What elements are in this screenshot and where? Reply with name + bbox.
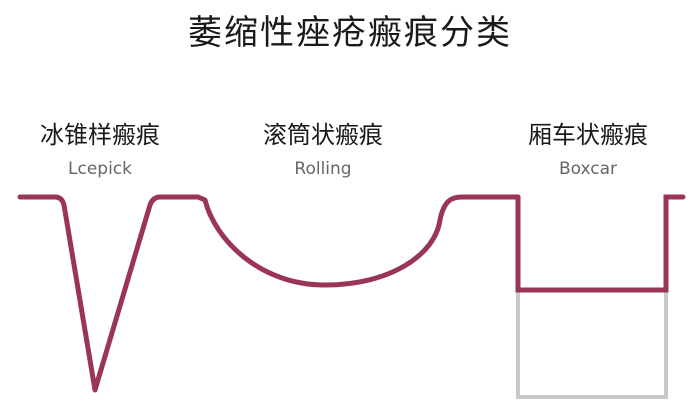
icepick-scar-label-zh: 冰锥样瘢痕 bbox=[40, 121, 160, 149]
icepick-scar-label-en: Lcepick bbox=[68, 159, 132, 179]
rolling-scar-profile bbox=[195, 194, 521, 288]
rolling-scar-label-en: Rolling bbox=[294, 159, 352, 179]
diagram-title: 萎缩性痤疮瘢痕分类 bbox=[188, 13, 512, 53]
boxcar-reference-outline bbox=[516, 290, 668, 399]
boxcar-scar-profile bbox=[515, 194, 686, 293]
icepick-scar-profile bbox=[17, 194, 201, 393]
boxcar-scar-label-zh: 厢车状瘢痕 bbox=[528, 121, 648, 149]
rolling-scar-label-zh: 滚筒状瘢痕 bbox=[263, 121, 383, 149]
boxcar-scar-label-en: Boxcar bbox=[558, 159, 618, 179]
